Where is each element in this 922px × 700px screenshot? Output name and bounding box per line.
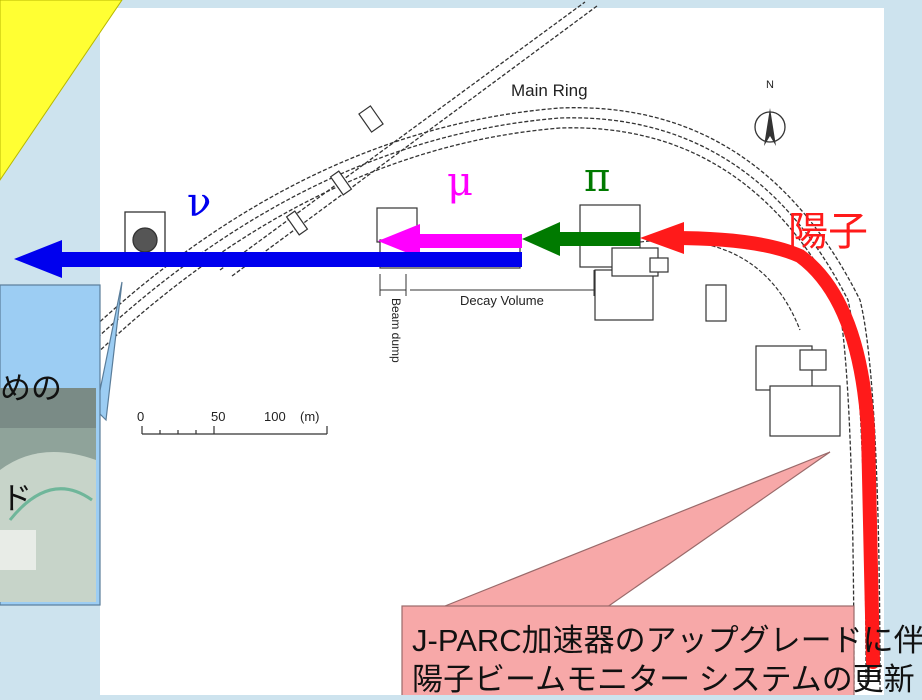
left-callout-line-2: ード <box>0 480 32 516</box>
neutrino-beam-arrowhead <box>14 240 62 278</box>
neutrino-label: ν <box>187 180 212 226</box>
scale-tick-0: 0 <box>137 409 145 424</box>
north-label: N <box>766 79 774 91</box>
proton-beam-arrowhead <box>640 222 684 254</box>
beam-dump-label: Beam dump <box>389 298 403 363</box>
proton-beam-arrow <box>665 231 880 669</box>
beamline-tunnel <box>219 1 598 277</box>
decay-volume-label: Decay Volume <box>460 293 544 308</box>
map-panel <box>100 8 884 695</box>
proton-label: 陽子 <box>788 210 868 254</box>
neutrino-beam-arrow <box>56 252 522 267</box>
scale-unit: (m) <box>300 409 320 424</box>
pion-beam-arrowhead <box>522 222 560 256</box>
bottom-callout-line-1: J-PARC加速器のアップグレードに伴う <box>412 623 922 658</box>
scale-bar <box>141 426 328 435</box>
muon-beam-arrowhead <box>378 224 420 258</box>
bottom-callout <box>401 451 855 695</box>
left-callout <box>0 281 123 606</box>
left-callout-text: めの ード <box>0 298 96 554</box>
scale-tick-50: 50 <box>211 409 226 424</box>
pion-beam-arrow <box>556 232 640 246</box>
muon-beam-arrow <box>416 234 522 248</box>
lower-right-building <box>755 345 841 437</box>
north-arrow-icon <box>754 108 786 146</box>
proton-transport-tunnel <box>639 239 801 331</box>
scale-tick-100: 100 <box>264 409 286 424</box>
tunnel-segments <box>285 105 384 236</box>
muon-label: μ <box>447 159 473 205</box>
left-callout-line-1: めの <box>0 371 62 407</box>
pion-label: π <box>584 155 611 201</box>
main-ring-label: Main Ring <box>511 81 588 100</box>
dimension-marks <box>379 270 595 296</box>
bottom-callout-text: J-PARC加速器のアップグレードに伴う 陽子ビームモニター システムの更新 <box>412 622 922 700</box>
yellow-note <box>0 0 123 181</box>
bottom-callout-line-2: 陽子ビームモニター システムの更新 <box>412 661 915 697</box>
